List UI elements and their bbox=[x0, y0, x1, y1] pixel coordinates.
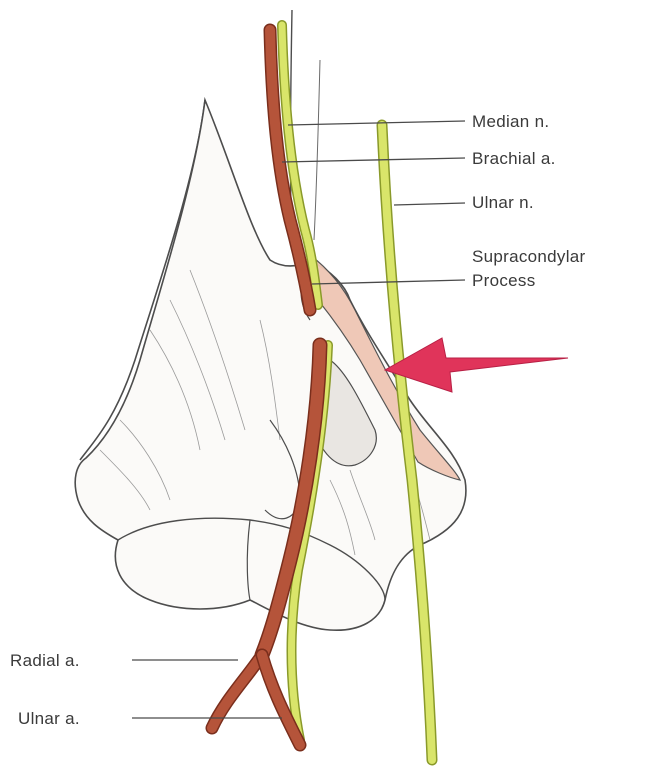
label-brachial-artery: Brachial a. bbox=[472, 149, 556, 168]
leader-brachial bbox=[282, 158, 465, 162]
arrow-pointer bbox=[385, 338, 568, 392]
leader-median bbox=[288, 121, 465, 125]
label-ulnar-artery: Ulnar a. bbox=[18, 709, 80, 728]
label-process: Process bbox=[472, 271, 536, 290]
label-supracondylar: Supracondylar bbox=[472, 247, 586, 266]
leader-ulnar-nerve bbox=[394, 203, 465, 205]
label-ulnar-nerve: Ulnar n. bbox=[472, 193, 534, 212]
label-radial-artery: Radial a. bbox=[10, 651, 80, 670]
label-median-nerve: Median n. bbox=[472, 112, 549, 131]
